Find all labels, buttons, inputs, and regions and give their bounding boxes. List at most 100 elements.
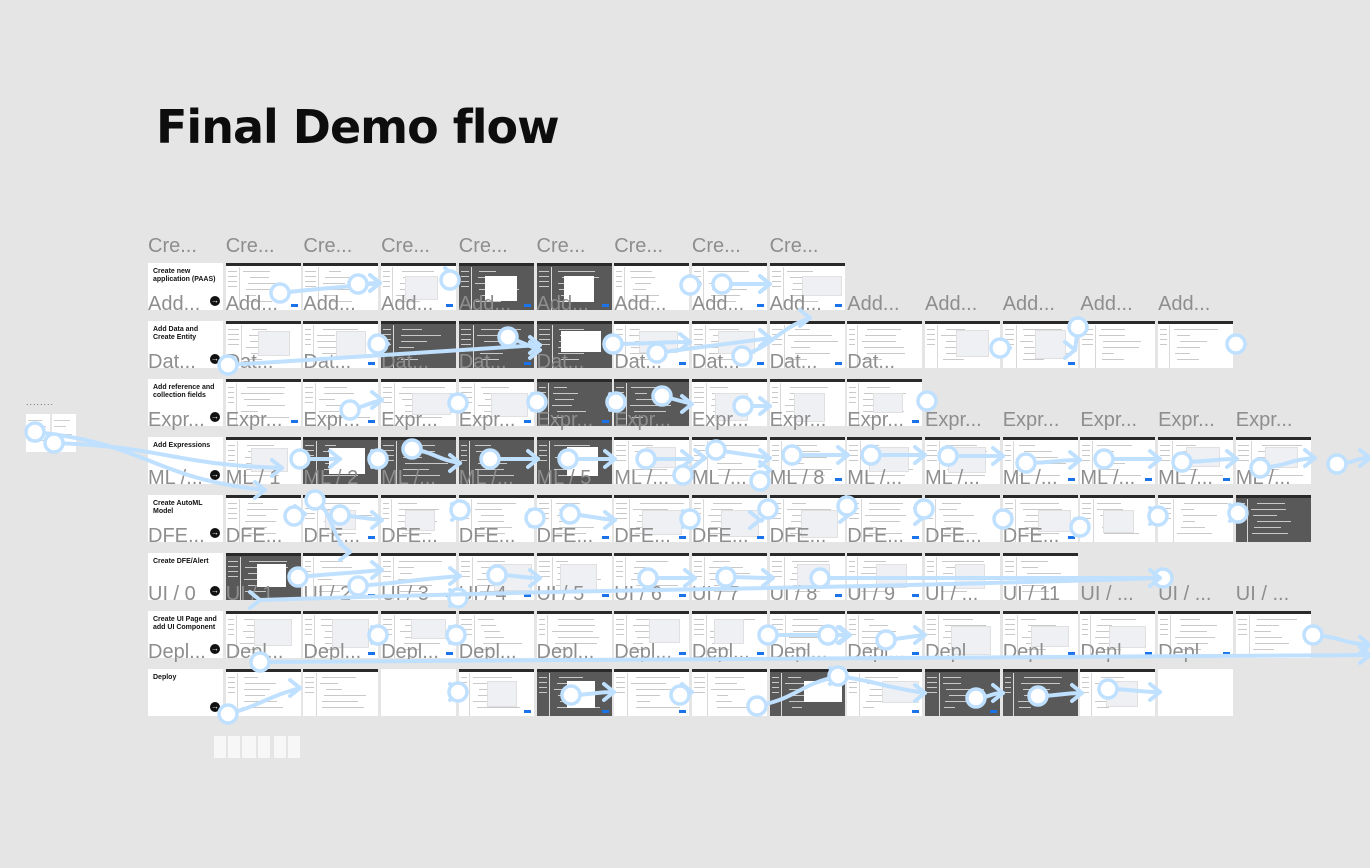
connection-arrowhead (1358, 448, 1370, 468)
frame-thumbnail[interactable] (536, 263, 612, 310)
frame-thumbnail[interactable] (536, 611, 612, 658)
frame-thumbnail[interactable] (225, 611, 301, 658)
mini-frame (288, 736, 300, 758)
section-card-create-ui-page-and-add-ui-component[interactable]: Create UI Page and add UI Component→ (148, 611, 223, 658)
frame-thumbnail[interactable] (536, 379, 612, 426)
frame-thumbnail[interactable] (847, 437, 923, 484)
frame-thumbnail[interactable] (1080, 669, 1156, 716)
frame-thumbnail[interactable] (1080, 495, 1156, 542)
frame-thumbnail[interactable] (381, 495, 457, 542)
arrow-right-icon[interactable]: → (210, 644, 220, 654)
frame-thumbnail[interactable] (691, 669, 767, 716)
section-card-create-automl-model[interactable]: Create AutoML Model→ (148, 495, 223, 542)
frame-thumbnail[interactable] (458, 611, 534, 658)
frame-thumbnail[interactable] (847, 321, 923, 368)
arrow-right-icon[interactable]: → (210, 412, 220, 422)
frame-thumbnail[interactable] (1002, 495, 1078, 542)
frame-label: Cre... (458, 235, 508, 257)
connection-node[interactable] (1326, 453, 1348, 475)
frame-thumbnail[interactable] (847, 669, 923, 716)
frame-thumbnail[interactable] (303, 669, 379, 716)
frame-label: Add... (769, 293, 822, 315)
frame-thumbnail[interactable] (925, 611, 1000, 658)
frame-label: UI / 7 (691, 583, 740, 605)
frame-thumbnail[interactable] (614, 495, 690, 542)
mini-frame (228, 736, 240, 758)
frame-label: Add... (1002, 293, 1055, 315)
frame-thumbnail[interactable] (225, 379, 301, 426)
frame-thumbnail[interactable] (536, 321, 612, 368)
frame-thumbnail[interactable] (1235, 495, 1311, 542)
frame-thumbnail[interactable] (769, 263, 845, 310)
section-card-create-new-application-paas[interactable]: Create new application (PAAS)→ (148, 263, 223, 310)
frame-thumbnail[interactable] (1158, 495, 1234, 542)
frame-thumbnail[interactable] (1158, 321, 1234, 368)
frame-label: Dat... (536, 351, 585, 373)
frame-label: Expr... (1235, 409, 1293, 431)
frame-label: UI / 8 (769, 583, 818, 605)
frame-label: Cre... (769, 235, 819, 257)
frame-thumbnail[interactable] (614, 669, 690, 716)
frame-thumbnail[interactable] (536, 669, 612, 716)
frame-thumbnail[interactable] (691, 611, 767, 658)
frame-label: UI / 3 (381, 583, 429, 605)
frame-thumbnail[interactable] (925, 321, 1000, 368)
frame-thumbnail[interactable] (303, 611, 379, 658)
frame-label: UI / 5 (536, 583, 585, 605)
frame-thumbnail[interactable] (458, 495, 534, 542)
frame-thumbnail[interactable] (769, 379, 845, 426)
arrow-right-icon[interactable]: → (210, 296, 220, 306)
connection-line[interactable] (1335, 456, 1370, 466)
section-title: Add reference and collection fields (153, 384, 215, 399)
frame-thumbnail[interactable] (769, 495, 845, 542)
frame-label: Dat... (614, 351, 662, 373)
side-frame-group[interactable]: ........ (26, 397, 76, 455)
arrow-right-icon[interactable]: → (210, 702, 220, 712)
frame-label: Dat... (847, 351, 896, 373)
frame-thumbnail[interactable] (847, 379, 923, 426)
frame-label: Depl... (614, 641, 672, 663)
frame-thumbnail[interactable] (458, 263, 534, 310)
arrow-right-icon[interactable]: → (210, 470, 220, 480)
frame-thumbnail[interactable] (225, 669, 301, 716)
frame-thumbnail[interactable] (1002, 611, 1078, 658)
frame-label: ML /... (614, 467, 670, 489)
arrow-right-icon[interactable]: → (210, 586, 220, 596)
frame-label: Dat... (303, 351, 352, 373)
side-frame-thumbnail[interactable] (52, 414, 76, 452)
frame-label: Add... (225, 293, 278, 315)
frame-thumbnail[interactable] (769, 669, 845, 716)
frame-label: UI / 1 (225, 583, 274, 605)
frame-thumbnail[interactable] (1080, 321, 1156, 368)
arrow-right-icon[interactable]: → (210, 354, 220, 364)
frame-label: Depl... (1080, 641, 1139, 663)
frame-label: ML / 8 (769, 467, 825, 489)
section-card-add-reference-and-collection-fields[interactable]: Add reference and collection fields → (148, 379, 223, 426)
side-frame-thumbnail[interactable] (26, 414, 50, 452)
frame-thumbnail[interactable] (381, 669, 457, 716)
frame-label: UI / ... (1235, 583, 1290, 605)
frame-thumbnail[interactable] (614, 611, 690, 658)
frame-label: Add... (925, 293, 978, 315)
frame-thumbnail[interactable] (458, 669, 534, 716)
frame-label: DFE... (614, 525, 671, 547)
frame-label: Expr... (847, 409, 904, 431)
frame-thumbnail[interactable] (847, 495, 923, 542)
frame-thumbnail[interactable] (381, 379, 457, 426)
frame-thumbnail[interactable] (1002, 669, 1078, 716)
section-card-deploy[interactable]: Deploy→ (148, 669, 223, 716)
section-card-add-data-and-create-entity[interactable]: Add Data and Create Entity→ (148, 321, 223, 368)
frame-label: Add... (536, 293, 589, 315)
frame-label: Expr... (925, 409, 982, 431)
frame-thumbnail[interactable] (1080, 611, 1156, 658)
frame-thumbnail[interactable] (1002, 321, 1078, 368)
frame-thumbnail[interactable] (1235, 611, 1311, 658)
connection-line[interactable] (1311, 633, 1370, 647)
arrow-right-icon[interactable]: → (210, 528, 220, 538)
frame-thumbnail[interactable] (458, 379, 534, 426)
section-card-create-dfe-alert[interactable]: Create DFE/Alert→ (148, 553, 223, 600)
frame-thumbnail[interactable] (614, 263, 690, 310)
frame-thumbnail[interactable] (925, 669, 1000, 716)
frame-thumbnail[interactable] (1158, 669, 1234, 716)
